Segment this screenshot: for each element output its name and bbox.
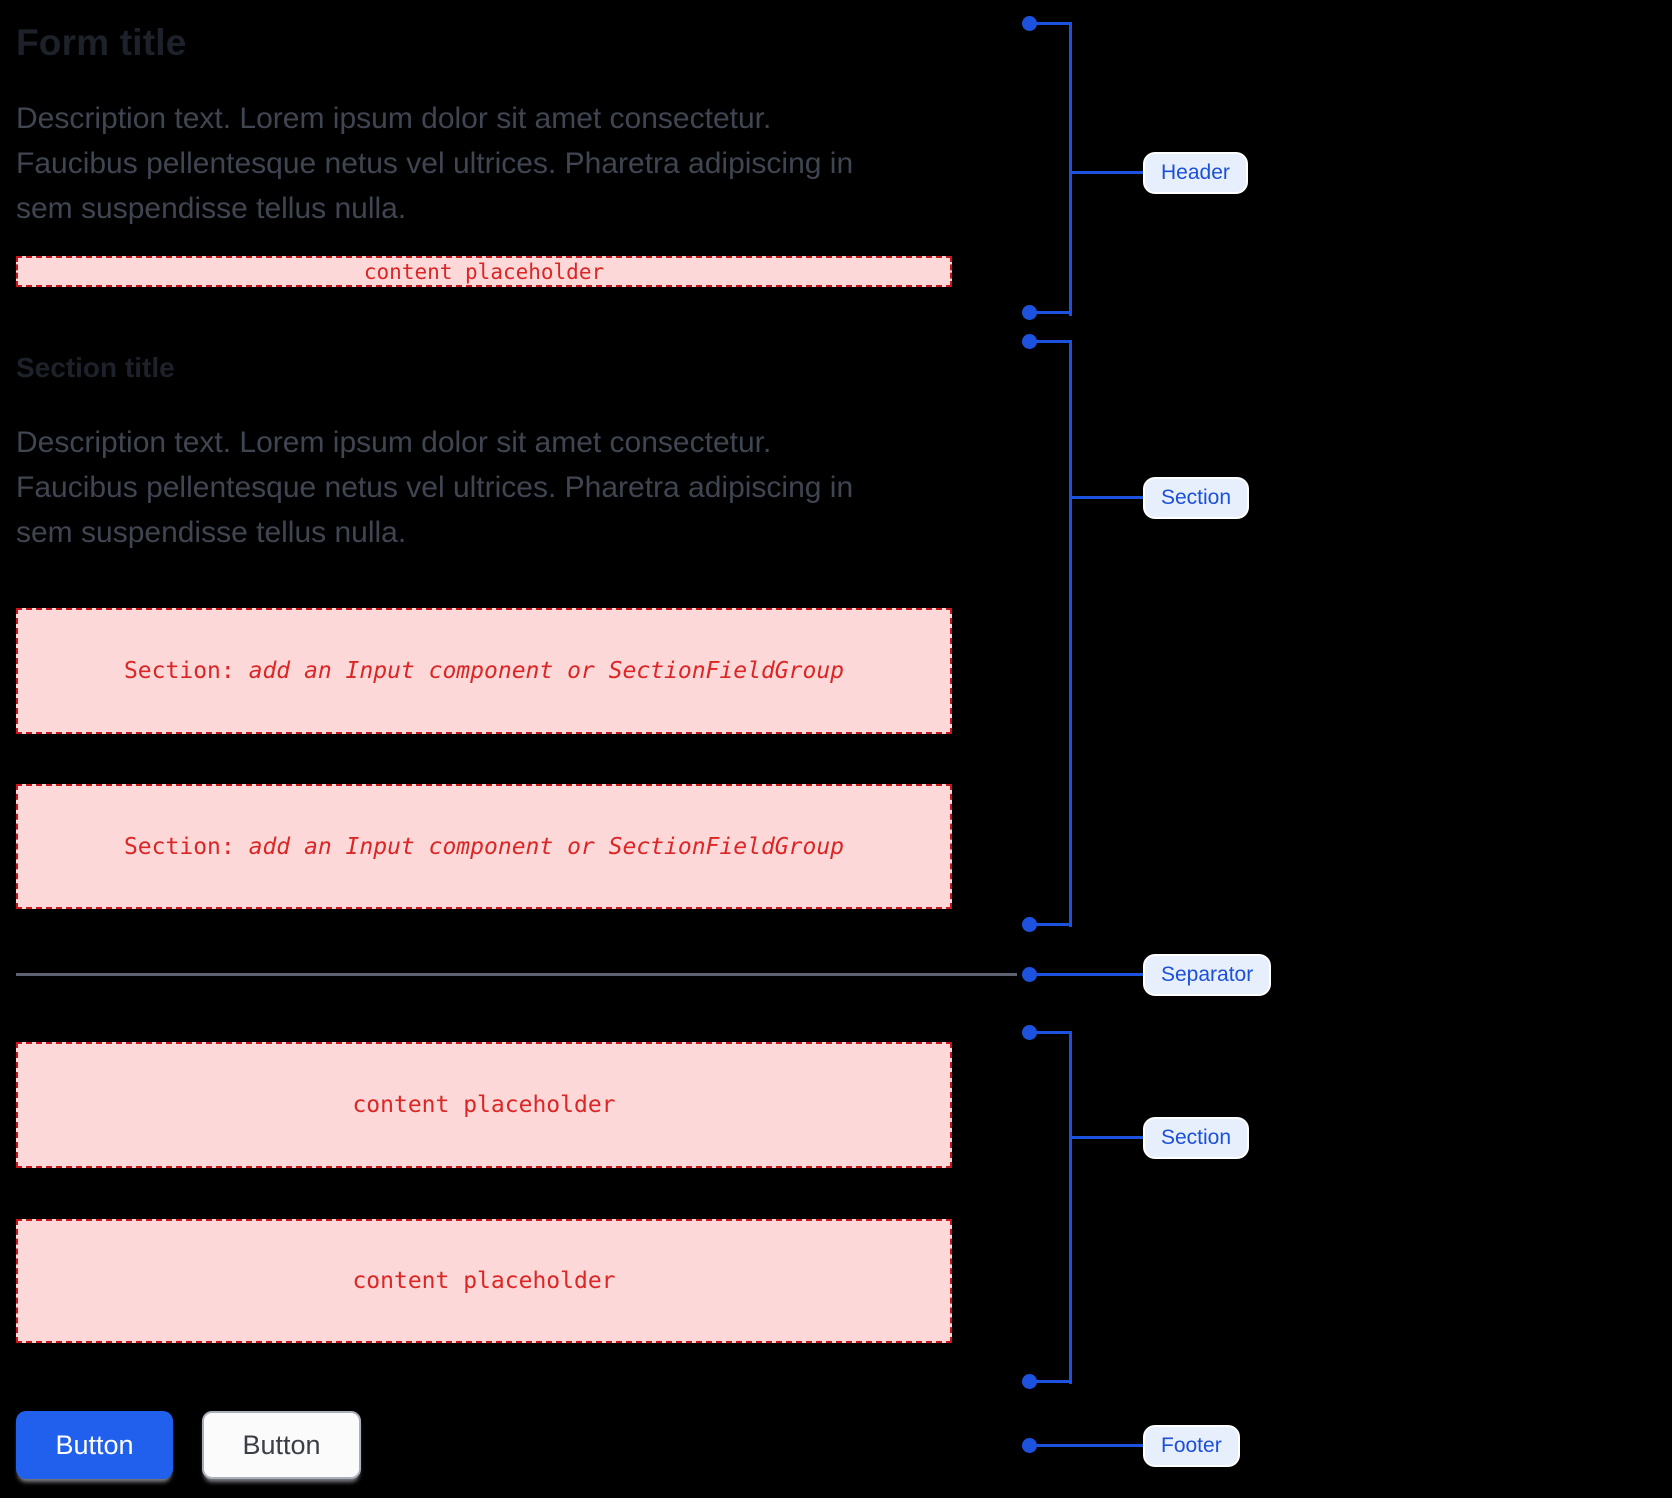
placeholder-prefix: Section: [123, 833, 235, 860]
annotation-label-section-2: Section [1143, 1117, 1250, 1159]
section-title: Section title [16, 352, 175, 383]
form-description: Description text. Lorem ipsum dolor sit … [16, 96, 966, 231]
placeholder-label: add an Input component or SectionFieldGr… [248, 658, 845, 684]
section-description-line: Description text. Lorem ipsum dolor sit … [16, 426, 772, 459]
section-field-group-placeholder: Section: add an Input component or Secti… [16, 608, 952, 734]
form-title: Form title [16, 22, 187, 63]
bracket-line [1029, 1031, 1071, 1034]
placeholder-prefix: Section: [123, 658, 235, 684]
bracket-connector [1071, 1136, 1143, 1139]
section-content-placeholder: content placeholder [16, 1219, 952, 1343]
bracket-dot [1022, 1438, 1037, 1453]
annotation-label-footer: Footer [1143, 1425, 1240, 1467]
bracket-line [1069, 340, 1072, 927]
section-content-placeholder: content placeholder [16, 1042, 952, 1168]
bracket-connector [1071, 496, 1143, 499]
annotation-label-separator: Separator [1143, 954, 1272, 996]
bracket-connector [1037, 1444, 1143, 1447]
section-description-line: Faucibus pellentesque netus vel ultrices… [16, 471, 854, 504]
form-description-line: Description text. Lorem ipsum dolor sit … [16, 102, 772, 135]
form-description-line: sem suspendisse tellus nulla. [16, 192, 407, 225]
section-description: Description text. Lorem ipsum dolor sit … [16, 420, 966, 555]
annotation-label-section: Section [1143, 477, 1250, 519]
primary-button[interactable]: Button [16, 1411, 173, 1479]
bracket-line [1029, 1380, 1071, 1383]
bracket-dot [1022, 967, 1037, 982]
bracket-connector [1071, 171, 1143, 174]
separator-line [16, 973, 1017, 976]
header-content-placeholder: content placeholder [16, 256, 952, 287]
bracket-connector [1037, 973, 1143, 976]
bracket-line [1029, 923, 1071, 926]
bracket-line [1069, 1031, 1072, 1384]
bracket-dot [1022, 917, 1037, 932]
bracket-line [1029, 22, 1071, 25]
secondary-button[interactable]: Button [202, 1411, 361, 1479]
placeholder-label: add an Input component or SectionFieldGr… [248, 833, 845, 860]
section-description-line: sem suspendisse tellus nulla. [16, 516, 407, 549]
bracket-line [1069, 22, 1072, 316]
bracket-line [1029, 311, 1071, 314]
annotation-label-header: Header [1143, 152, 1248, 194]
bracket-dot [1022, 305, 1037, 320]
bracket-dot [1022, 1374, 1037, 1389]
form-description-line: Faucibus pellentesque netus vel ultrices… [16, 147, 854, 180]
section-field-group-placeholder: Section: add an Input component or Secti… [16, 784, 952, 909]
bracket-line [1029, 340, 1071, 343]
